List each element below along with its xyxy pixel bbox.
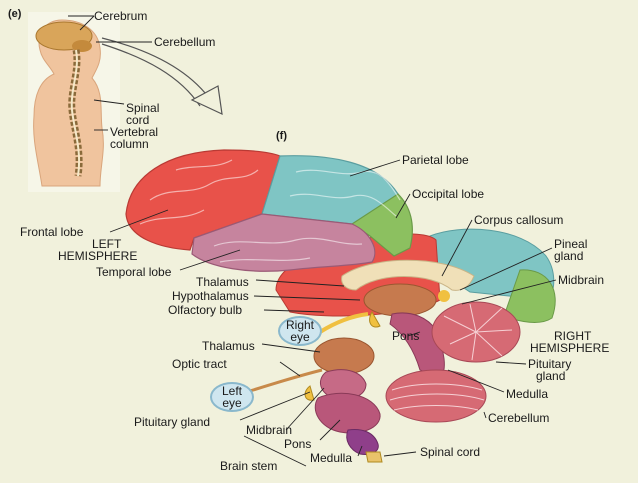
pons-bottom-label: Pons (284, 437, 312, 451)
pons-exploded (314, 392, 381, 434)
zoom-arrow-head (190, 85, 223, 116)
corpus-callosum-label: Corpus callosum (474, 213, 564, 227)
leader-lines (68, 15, 557, 467)
medulla-bottom-label: Medulla (310, 451, 353, 465)
frontal-lobe-shape (125, 149, 281, 251)
occipital-lobe-label: Occipital lobe (412, 187, 485, 201)
right-eye-label-1: Right (285, 318, 314, 332)
pituitary-exploded (304, 385, 315, 401)
vertebral-column-label-2: column (110, 137, 149, 151)
cerebrum-label: Cerebrum (94, 9, 148, 23)
spinal-cord-top-label-2: cord (126, 113, 150, 127)
olfactory-bulb-label: Olfactory bulb (168, 303, 243, 317)
brain-stem-label: Brain stem (220, 459, 278, 473)
pineal-gland-label-2: gland (554, 249, 584, 263)
figure-body (33, 19, 104, 187)
left-eye-bubble (210, 382, 254, 412)
thalamus-top-label: Thalamus (196, 275, 249, 289)
figure-cerebellum (72, 40, 92, 52)
spinal-cord-bottom-label: Spinal cord (420, 445, 481, 459)
temporal-lobe-label: Temporal lobe (96, 265, 172, 279)
optic-tract-label: Optic tract (172, 357, 227, 371)
zoom-arrow-outline-inner (101, 43, 201, 107)
spinal-cord-top-label-1: Spinal (126, 101, 160, 115)
cerebellum-exploded (385, 369, 487, 423)
left-eye-label-1: Left (221, 384, 242, 398)
parietal-lobe-label: Parietal lobe (402, 153, 469, 167)
cerebellum-bottom-label: Cerebellum (488, 411, 550, 425)
thalamus-bottom-label: Thalamus (202, 339, 255, 353)
pineal-gland-shape (438, 290, 450, 302)
brainstem-right (389, 312, 445, 379)
cerebellum-exploded-folia (389, 383, 485, 411)
left-eye-label-2: eye (222, 396, 242, 410)
frontal-lobe-label: Frontal lobe (20, 225, 84, 239)
right-hemisphere-label-2: HEMISPHERE (530, 341, 610, 355)
pituitary-right (369, 311, 381, 328)
spinal-cord-exploded (365, 451, 383, 463)
right-eye-label-2: eye (290, 330, 310, 344)
pituitary-gland-right-label-1: Pituitary (528, 357, 572, 371)
exploded-parts (233, 337, 487, 463)
pituitary-gland-left-label: Pituitary gland (134, 415, 211, 429)
corpus-callosum-shape (341, 259, 475, 291)
right-hemisphere-label-1: RIGHT (554, 329, 592, 343)
thalamus-exploded (313, 337, 375, 375)
brain-gyri (139, 159, 401, 263)
medulla-right-label: Medulla (506, 387, 549, 401)
thalamus-right (363, 283, 437, 317)
right-eye-bubble (278, 316, 322, 346)
pituitary-gland-right-label-2: gland (536, 369, 566, 383)
midbrain-bottom-label: Midbrain (246, 423, 293, 437)
occipital-lobe-shape (350, 193, 413, 257)
panel-e-label: (e) (8, 8, 22, 20)
cerebellum-right-folia (443, 303, 513, 361)
left-hemisphere-label-2: HEMISPHERE (58, 249, 138, 263)
left-hemisphere (125, 149, 413, 272)
pons-top-label: Pons (392, 329, 420, 343)
figure-spinal-cord (70, 49, 81, 177)
midbrain-right-label: Midbrain (558, 273, 605, 287)
olfactory-bulb-shape (318, 312, 369, 334)
vertebral-column-label-1: Vertebral (110, 125, 159, 139)
panel-f-label: (f) (276, 130, 287, 142)
hypothalamus-label: Hypothalamus (172, 289, 249, 303)
cerebellum-top-label: Cerebellum (154, 35, 216, 49)
left-hemisphere-label-1: LEFT (92, 237, 122, 251)
pineal-gland-label-1: Pineal (554, 237, 588, 251)
